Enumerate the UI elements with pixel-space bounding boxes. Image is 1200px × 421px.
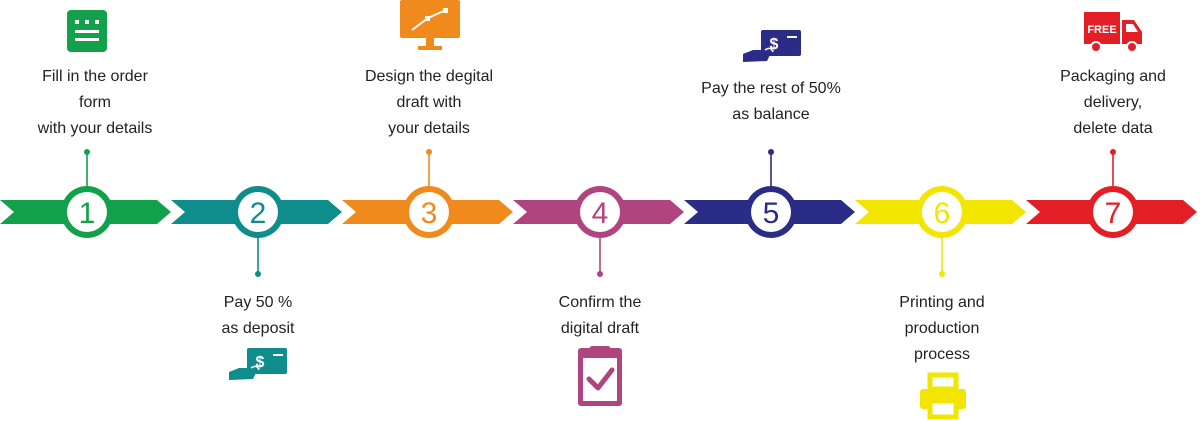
step-3-badge-inner: [409, 192, 449, 232]
step-2-connector-dot: [255, 271, 261, 277]
step-3-connector-dot: [426, 149, 432, 155]
clipboard-check-icon: [578, 346, 622, 406]
step-5-label-line-1: Pay the rest of 50%: [701, 80, 841, 97]
step-1-badge-inner: [67, 192, 107, 232]
hand-pay-icon: $: [229, 348, 287, 380]
step-1-label-line-2: form: [79, 94, 111, 111]
step-1-connector-dot: [84, 149, 90, 155]
step-7-label-line-3: delete data: [1073, 120, 1153, 137]
step-4-label-line-2: digital draft: [560, 320, 640, 337]
step-5-label: Pay the rest of 50% as balance: [661, 76, 881, 128]
step-5-label-line-2: as balance: [732, 106, 810, 123]
hand-pay-icon: $: [743, 30, 801, 62]
delivery-truck-icon: FREE: [1084, 12, 1142, 53]
step-2-label-line-2: as deposit: [221, 320, 295, 337]
step-4: 4: [513, 186, 684, 277]
step-6-number: 6: [934, 197, 951, 230]
step-3-label-line-2: draft with: [396, 94, 462, 111]
step-7: 7: [1026, 149, 1197, 238]
form-icon: [67, 10, 107, 52]
step-4-badge-inner: [580, 192, 620, 232]
step-2-number: 2: [250, 197, 267, 230]
step-1-label-line-3: with your details: [37, 120, 153, 137]
step-2-label-line-1: Pay 50 %: [223, 294, 293, 311]
step-1-number: 1: [79, 197, 96, 230]
free-badge: FREE: [1087, 24, 1116, 36]
step-2-label: Pay 50 % as deposit: [148, 290, 368, 342]
step-3-number: 3: [421, 197, 438, 230]
step-7-badge-inner: [1093, 192, 1133, 232]
step-3-label-line-3: your details: [388, 120, 470, 137]
step-4-label-line-1: Confirm the: [558, 294, 642, 311]
step-1: 1: [0, 149, 171, 238]
svg-text:$: $: [256, 354, 265, 371]
step-3-label: Design the degital draft with your detai…: [319, 64, 539, 142]
step-6-connector-dot: [939, 271, 945, 277]
step-5-badge-inner: [751, 192, 791, 232]
step-5-number: 5: [763, 197, 780, 230]
step-6-label-line-1: Printing and: [899, 294, 985, 311]
step-6-label: Printing and production process: [832, 290, 1052, 368]
step-2: 2: [171, 186, 342, 277]
monitor-design-icon: [400, 0, 460, 50]
step-5-connector-dot: [768, 149, 774, 155]
printer-icon: [920, 372, 966, 420]
step-6-label-line-3: process: [913, 346, 971, 363]
step-6-badge-inner: [922, 192, 962, 232]
step-7-number: 7: [1105, 197, 1122, 230]
step-1-label-line-1: Fill in the order: [42, 68, 148, 85]
step-4-number: 4: [592, 197, 609, 230]
step-3-label-line-1: Design the degital: [364, 68, 494, 85]
step-1-label: Fill in the order form with your details: [0, 64, 205, 142]
step-7-label: Packaging and delivery, delete data: [1003, 64, 1200, 142]
step-5: 5: [684, 149, 855, 238]
step-7-label-line-1: Packaging and: [1060, 68, 1166, 85]
step-7-label-line-2: delivery,: [1083, 94, 1143, 111]
step-3: 3: [342, 149, 513, 238]
step-4-connector-dot: [597, 271, 603, 277]
step-6-label-line-2: production: [904, 320, 980, 337]
step-7-connector-dot: [1110, 149, 1116, 155]
svg-text:$: $: [770, 36, 779, 53]
step-4-label: Confirm the digital draft: [490, 290, 710, 342]
step-6: 6: [855, 186, 1026, 277]
step-2-badge-inner: [238, 192, 278, 232]
